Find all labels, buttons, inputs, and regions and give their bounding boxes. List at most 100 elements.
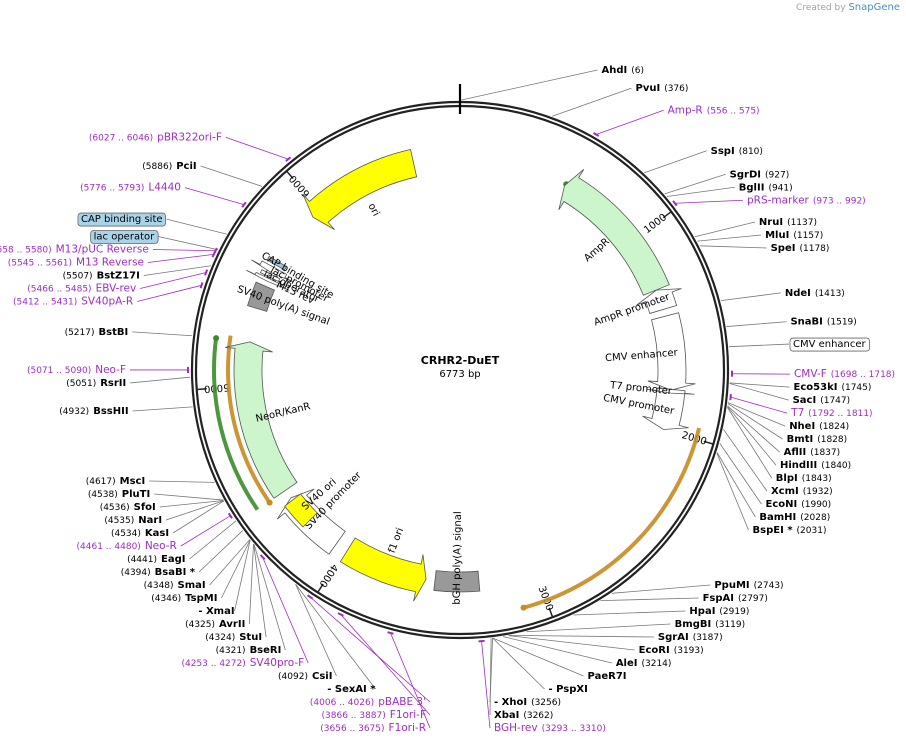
plasmid-name: CRHR2-DuET xyxy=(421,354,500,367)
leader-line-pcii-51 xyxy=(200,165,263,187)
leader-line-sgrdi-3 xyxy=(664,173,726,195)
leader-line-m13-reverse-65 xyxy=(147,253,214,263)
leader-line-alei-27 xyxy=(502,636,612,664)
site-pos-sv40pa-r: (5412 .. 5431) xyxy=(13,297,77,307)
site-name-tspmi: TspMI xyxy=(185,593,217,604)
label-box-cmv-enhancer xyxy=(789,337,870,352)
site-pos-pbr322ori-f: (6027 .. 6046) xyxy=(89,133,153,143)
feature-label-bgh-poly-a-signal: bGH poly(A) signal xyxy=(452,511,464,605)
site-pos-saci: (1747) xyxy=(820,396,850,406)
leader-line-msci-46 xyxy=(149,480,215,483)
site-pos-mlui: (1157) xyxy=(793,231,823,241)
label-amp-r-52: Amp-R(556 .. 575) xyxy=(668,104,760,116)
site-name-pspxi: - PspXI xyxy=(548,684,587,695)
leader-line-amp-r-52 xyxy=(595,109,664,135)
site-name-eco53ki: Eco53kI xyxy=(794,382,838,393)
site-name-aflii: AflII xyxy=(784,447,807,458)
site-name-stui: StuI xyxy=(239,632,262,643)
leader-line-sgrai-25 xyxy=(509,634,654,638)
feature-neor-kanr xyxy=(225,341,298,499)
label-pvui-1: PvuI(376) xyxy=(636,83,689,94)
label-bstbi-49: (5217)BstBI xyxy=(65,327,129,338)
orf-arc-head-2 xyxy=(520,604,527,611)
site-pos-stui: (4324) xyxy=(205,633,235,643)
label-xhoi-30: - XhoI(3256) xyxy=(494,697,561,708)
label-t7-55: T7(1792 .. 1811) xyxy=(790,407,872,419)
leader-line-bmti-13 xyxy=(727,403,783,440)
site-name-csii: CsiI xyxy=(312,671,332,682)
site-name-kasi: KasI xyxy=(145,528,169,539)
leader-line-prs-marker-53 xyxy=(674,199,744,204)
site-name-sspi: SspI xyxy=(711,146,735,157)
leader-line-cap-binding-site-69 xyxy=(166,218,227,235)
leader-line-eagi-41 xyxy=(189,520,237,560)
label-smai-39: (4348) SmaI xyxy=(144,580,206,591)
site-pos-rsrii: (5051) xyxy=(66,379,96,389)
label-m13-reverse-65: (5545 .. 5561) M13 Reverse xyxy=(8,256,144,268)
label-cmv-enhancer-71: CMV enhancer xyxy=(793,339,867,350)
site-pos-snabi: (1519) xyxy=(827,318,857,328)
label-m13-puc-reverse-66: (5558 .. 5580)M13/pUC Reverse xyxy=(0,243,149,255)
label-pluti-45: (4538)PluTI xyxy=(88,489,150,500)
primer-site-pbabe-3 xyxy=(306,594,314,600)
credit-prefix: Created by xyxy=(796,3,846,13)
site-labels: AhdI(6)PvuI(376)SspI(810)SgrDI(927)BglII… xyxy=(0,65,895,734)
site-name-prs-marker: pRS-marker xyxy=(747,194,810,206)
leader-line-f1ori-f-58 xyxy=(340,614,431,716)
leader-line-ebv-rev-64 xyxy=(140,272,207,289)
feature-bgh-poly-a-signal xyxy=(433,570,481,593)
label-sv40pro-f-60: (4253 .. 4272)SV40pro-F xyxy=(181,657,304,669)
label-neo-f-62: (5071 .. 5090)Neo-F xyxy=(27,364,126,376)
leader-line-smai-39 xyxy=(209,539,251,586)
label-pcii-51: (5886)PciI xyxy=(142,161,196,172)
site-name-smai: SmaI xyxy=(178,580,206,591)
label-prs-marker-53: pRS-marker(973 .. 992) xyxy=(747,194,866,206)
primer-site-f1ori-f xyxy=(337,612,344,617)
label-hindiii-15: HindIII(1840) xyxy=(780,460,851,471)
site-pos-pcii: (5886) xyxy=(142,162,172,172)
site-name-msci: MscI xyxy=(120,476,146,487)
leader-line-pspxi-29 xyxy=(492,637,545,690)
leader-line-paer7i-28 xyxy=(492,637,584,677)
site-pos-bmgbi: (3119) xyxy=(715,620,745,630)
label-neo-r-61: (4461 .. 4480)Neo-R xyxy=(77,540,177,552)
site-name-f1ori-f: F1ori-F xyxy=(390,709,426,721)
site-name-eagi: EagI xyxy=(161,554,185,565)
label-sspi-2: SspI (810) xyxy=(711,146,763,157)
site-name-hpai: HpaI xyxy=(689,606,715,617)
site-pos-sspi: (810) xyxy=(739,147,763,157)
ruler-tick-3000 xyxy=(548,607,554,618)
site-name-t7: T7 xyxy=(790,407,804,419)
site-pos-bstbi: (5217) xyxy=(65,328,95,338)
label-bglii-4: BglII(941) xyxy=(739,182,793,193)
snapgene-logo-text: SnapGene xyxy=(848,2,900,13)
site-name-m13-reverse: M13 Reverse xyxy=(76,256,144,268)
leader-line-sv40pa-r-63 xyxy=(137,284,202,302)
primer-site-f1ori-r xyxy=(387,631,394,635)
site-pos-smai: (4348) xyxy=(144,581,174,591)
label-pspxi-29: - PspXI xyxy=(548,684,587,695)
site-name-bstz17i: BstZ17I xyxy=(97,270,140,281)
leader-line-bsabi-40 xyxy=(198,530,244,573)
label-ecori-26: EcoRI(3193) xyxy=(639,645,704,656)
feature-sv40-poly-a-signal xyxy=(247,281,275,312)
primer-site-amp-r xyxy=(592,132,600,137)
site-name-sv40pa-r: SV40pA-R xyxy=(81,295,133,307)
leader-line-eco53ki-10 xyxy=(729,382,790,388)
label-bsabi-40: (4394)BsaBI * xyxy=(121,567,196,578)
site-pos-m13-reverse: (5545 .. 5561) xyxy=(8,258,72,268)
leader-line-nari-43 xyxy=(165,500,224,521)
site-name-ppumi: PpuMI xyxy=(714,580,749,591)
site-name-hindiii: HindIII xyxy=(780,460,817,471)
leader-line-pluti-45 xyxy=(154,493,224,501)
site-pos-sv40pro-f: (4253 .. 4272) xyxy=(181,659,245,669)
site-name-ndei: NdeI xyxy=(785,288,811,299)
leader-line-spei-7 xyxy=(699,245,767,249)
site-pos-bsshii: (4932) xyxy=(59,407,89,417)
feature-lac-operator xyxy=(259,269,281,282)
site-pos-bstz17i: (5507) xyxy=(63,271,93,281)
leader-line-xbai-31 xyxy=(489,638,492,716)
leader-line-nhei-12 xyxy=(727,402,786,427)
primer-site-ebv-rev xyxy=(204,269,209,276)
site-pos-tspmi: (4346) xyxy=(151,594,181,604)
